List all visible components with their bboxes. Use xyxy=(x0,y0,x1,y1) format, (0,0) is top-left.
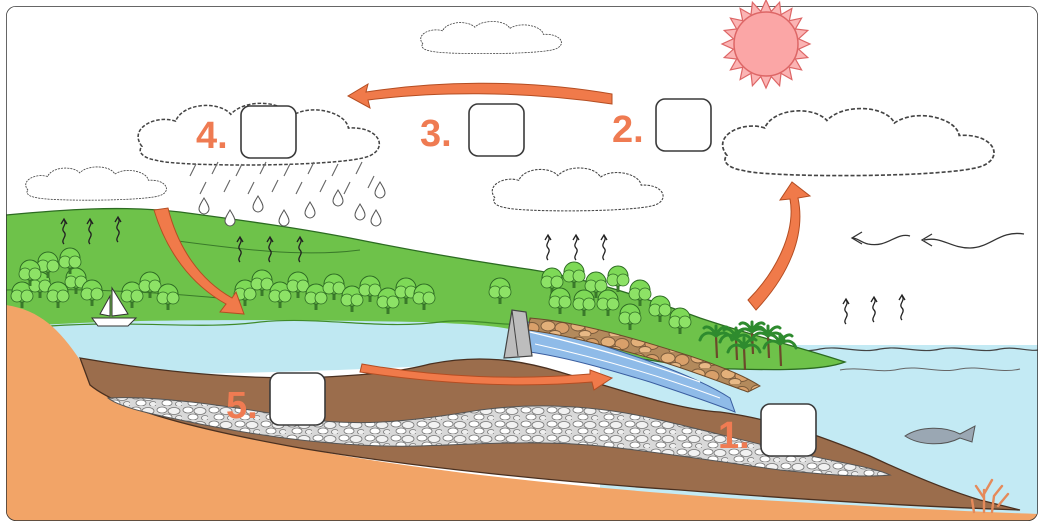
answer-box-5[interactable] xyxy=(270,373,325,425)
answer-box-1[interactable] xyxy=(761,404,816,456)
answer-box-2[interactable] xyxy=(656,99,711,151)
answer-box-4[interactable] xyxy=(241,106,296,158)
step-3-label: 3. xyxy=(420,113,452,155)
step-1-label: 1. xyxy=(718,415,750,457)
answer-box-3[interactable] xyxy=(469,104,524,156)
step-2-label: 2. xyxy=(612,109,644,151)
step-5-label: 5. xyxy=(226,385,258,427)
step-4-label: 4. xyxy=(196,115,228,157)
